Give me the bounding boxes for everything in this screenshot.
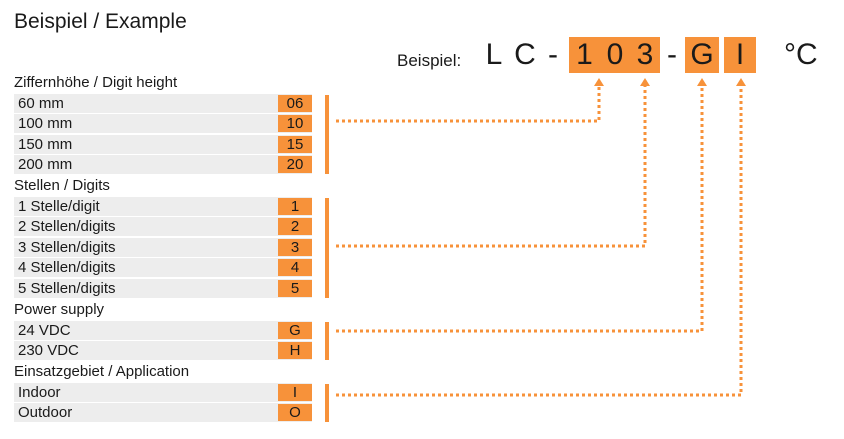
option-label: 2 Stellen/digits	[18, 218, 116, 235]
option-code: G	[278, 322, 312, 339]
section-heading-application: Einsatzgebiet / Application	[14, 363, 190, 380]
option-label: 150 mm	[18, 136, 73, 153]
example-label: Beispiel:	[397, 51, 462, 70]
option-code: 4	[278, 259, 312, 276]
code-power-supply: G	[685, 37, 719, 73]
option-row: 230 VDC H	[14, 341, 312, 360]
option-label: 200 mm	[18, 156, 73, 173]
code-digits: 3	[630, 37, 660, 73]
code-separator: -	[667, 38, 677, 71]
bracket-digit-height	[325, 95, 329, 174]
bracket-digits	[325, 198, 329, 298]
code-separator: -	[548, 38, 558, 71]
option-row: 60 mm 06	[14, 94, 312, 113]
option-row: 100 mm 10	[14, 114, 312, 133]
option-code: 10	[278, 115, 312, 132]
option-code: 3	[278, 239, 312, 256]
option-row: 3 Stellen/digits 3	[14, 238, 312, 257]
option-code: I	[278, 384, 312, 401]
code-unit: °C	[784, 38, 818, 71]
section-heading-digit-height: Ziffernhöhe / Digit height	[14, 74, 178, 91]
connector-application	[336, 78, 746, 397]
option-label: 4 Stellen/digits	[18, 259, 116, 276]
option-label: 60 mm	[18, 95, 64, 112]
section-heading-digits: Stellen / Digits	[14, 177, 110, 194]
option-row: 1 Stelle/digit 1	[14, 197, 312, 216]
option-label: Outdoor	[18, 404, 73, 421]
option-code: 20	[278, 156, 312, 173]
option-code: 5	[278, 280, 312, 297]
option-code: 15	[278, 136, 312, 153]
option-row: Indoor I	[14, 383, 312, 402]
option-code: O	[278, 404, 312, 421]
section-heading-power-supply: Power supply	[14, 301, 105, 318]
code-char-l: L	[485, 38, 503, 71]
code-digit-height-1: 1	[569, 37, 600, 73]
connector-digits	[336, 78, 650, 248]
code-digit-height-2: 0	[600, 37, 630, 73]
option-row: Outdoor O	[14, 403, 312, 422]
option-row: 150 mm 15	[14, 135, 312, 154]
option-row: 4 Stellen/digits 4	[14, 258, 312, 277]
option-row: 200 mm 20	[14, 155, 312, 174]
option-code: H	[278, 342, 312, 359]
option-row: 2 Stellen/digits 2	[14, 217, 312, 236]
option-label: 3 Stellen/digits	[18, 239, 116, 256]
option-code: 1	[278, 198, 312, 215]
code-application: I	[724, 37, 756, 73]
connector-power-supply	[336, 78, 707, 333]
connector-digit-height	[336, 78, 604, 123]
option-label: 230 VDC	[18, 342, 79, 359]
bracket-application	[325, 384, 329, 422]
option-label: Indoor	[18, 384, 61, 401]
option-code: 06	[278, 95, 312, 112]
bracket-power-supply	[325, 322, 329, 360]
option-label: 5 Stellen/digits	[18, 280, 116, 297]
code-char-c: C	[514, 38, 536, 71]
option-label: 24 VDC	[18, 322, 71, 339]
option-label: 100 mm	[18, 115, 73, 132]
option-row: 5 Stellen/digits 5	[14, 279, 312, 298]
option-row: 24 VDC G	[14, 321, 312, 340]
option-label: 1 Stelle/digit	[18, 198, 100, 215]
page-title: Beispiel / Example	[14, 10, 187, 33]
option-code: 2	[278, 218, 312, 235]
